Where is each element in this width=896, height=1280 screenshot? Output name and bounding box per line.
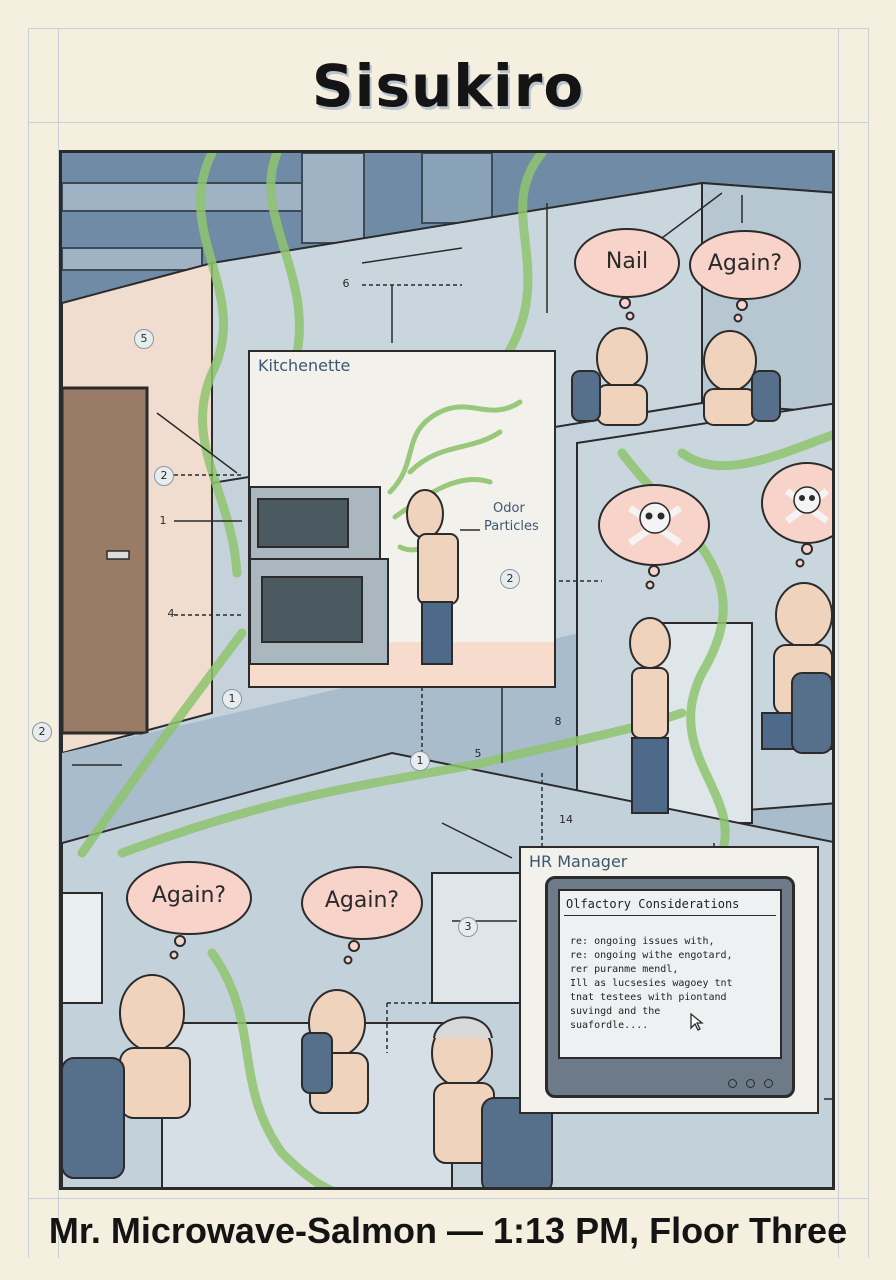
bubble-text-nail: Nail [605, 249, 649, 274]
hr-manager-inset: HR Manager Olfactory Considerations re: … [519, 846, 819, 1114]
monitor-button [728, 1079, 737, 1088]
hr-manager-label: HR Manager [529, 852, 628, 871]
fume-8 [207, 948, 335, 1187]
bubble-again-mid [301, 866, 423, 940]
coworkers [119, 327, 832, 1164]
callout-5: 5 [474, 747, 482, 760]
microwave-salmon-man [406, 489, 459, 665]
duct [421, 153, 493, 224]
monitor-buttons [728, 1073, 774, 1088]
monitor-button [746, 1079, 756, 1088]
pipe-horizontal [62, 182, 323, 212]
bubble-again-left [126, 861, 252, 935]
callout-4: 4 [167, 607, 175, 620]
screen-line: Ill as lucsesies wagoey tnt [570, 978, 733, 989]
page-title: Sisukiro [311, 52, 585, 120]
screen-line: re: ongoing withe engotard, [570, 950, 733, 961]
coworker-head [596, 327, 648, 389]
guide-line-right [868, 28, 869, 1258]
guide-line-bottom [28, 1198, 868, 1199]
annotation-lines [72, 192, 832, 1100]
fume-4 [77, 628, 247, 858]
guide-line-right-inner [838, 28, 839, 1258]
callout-5: 5 [134, 329, 154, 349]
callout-1: 1 [222, 689, 242, 709]
coworker-head [119, 974, 185, 1052]
bubble-text-again-top: Again? [707, 251, 783, 276]
screen-title: Olfactory Considerations [566, 897, 740, 911]
fume-3 [497, 153, 547, 368]
bubble-text-again-left: Again? [151, 883, 227, 908]
screen-line: tnat testees with piontand [570, 992, 727, 1003]
caption: Mr. Microwave-Salmon — 1:13 PM, Floor Th… [48, 1210, 848, 1251]
guide-line-upper [28, 122, 868, 123]
fume-7 [677, 430, 832, 471]
callout-3: 3 [458, 917, 478, 937]
door-handle-icon [106, 550, 130, 560]
odor-label-line2: Particles [484, 519, 539, 534]
guide-line-left-inner [58, 28, 59, 1258]
monitor-left [62, 892, 103, 1004]
screen-title-rule [564, 915, 776, 916]
bubble-nail [574, 228, 680, 298]
cursor-arrow-icon [690, 1013, 704, 1031]
kitchenette-inset: Kitchenette Odor Particles [248, 350, 556, 688]
fume-1 [196, 153, 242, 578]
comic-panel: Nail Again? Again? Again? Kitchenette [59, 150, 835, 1190]
screen-line: suafordle.... [570, 1020, 649, 1031]
coworker-standing-head [629, 617, 671, 669]
callout-2: 2 [154, 466, 174, 486]
coworker-head [703, 330, 757, 392]
screen-line: re: ongoing issues with, [570, 936, 715, 947]
callout-8: 8 [554, 715, 562, 728]
door [62, 386, 149, 735]
office-chairs [62, 370, 832, 1187]
skull-crossbones-icon [784, 486, 830, 524]
monitor-button [764, 1079, 774, 1088]
callout-2: 2 [500, 569, 520, 589]
screen-line: suvingd and the [570, 1006, 661, 1017]
guide-line-left [28, 28, 29, 1258]
coworker-typing-head [775, 582, 832, 648]
hr-monitor-screen: Olfactory Considerations re: ongoing iss… [558, 889, 782, 1059]
odor-label-line1: Odor [493, 501, 525, 516]
fume-5 [117, 708, 687, 858]
callout-2-outside: 2 [32, 722, 52, 742]
callout-1: 1 [159, 514, 167, 527]
hr-monitor: Olfactory Considerations re: ongoing iss… [545, 876, 795, 1098]
pipe-vertical [301, 153, 365, 244]
kitchenette-label: Kitchenette [258, 356, 351, 375]
kitchenette-drawing [250, 399, 554, 686]
callout-6: 6 [342, 277, 350, 290]
bubble-again-top [689, 230, 801, 300]
callout-1: 1 [410, 751, 430, 771]
pipe-lower [62, 247, 203, 271]
callout-14: 14 [559, 813, 573, 826]
guide-line-top [28, 28, 868, 29]
fume-2 [266, 153, 304, 358]
skull-crossbones-icon [627, 502, 683, 546]
screen-line: rer puranme mendl, [570, 964, 679, 975]
bubble-text-again-mid: Again? [324, 888, 400, 913]
